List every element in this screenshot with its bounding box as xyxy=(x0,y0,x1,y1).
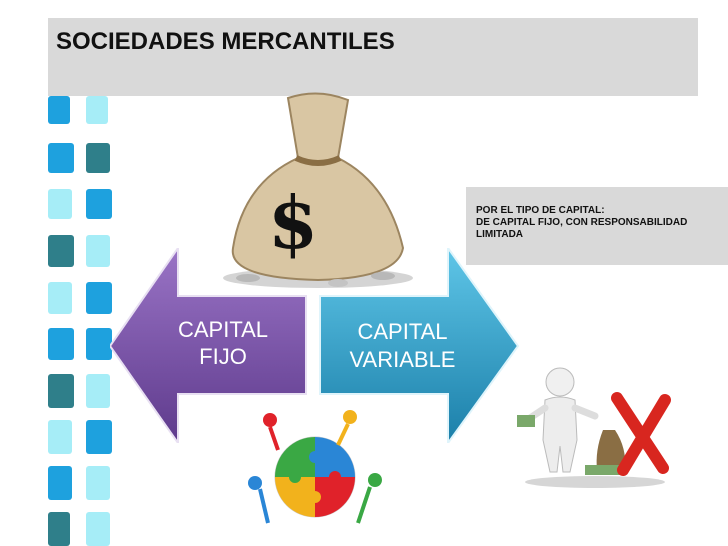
arrow-right-line1: CAPITAL xyxy=(357,319,448,344)
square-decor xyxy=(48,189,72,219)
square-decor xyxy=(48,328,74,360)
square-decor xyxy=(86,143,110,173)
capital-arrows xyxy=(110,248,520,443)
callout-box: POR EL TIPO DE CAPITAL: DE CAPITAL FIJO,… xyxy=(466,187,728,265)
square-decor xyxy=(48,466,72,500)
decorative-squares xyxy=(0,0,120,546)
arrow-left-line2: FIJO xyxy=(199,344,247,369)
arrow-right-line2: VARIABLE xyxy=(349,347,456,372)
arrow-right-shape xyxy=(319,248,520,443)
square-decor xyxy=(48,374,74,408)
square-decor xyxy=(48,282,72,314)
puzzle-team-icon xyxy=(248,410,382,524)
arrow-left-label: CAPITAL FIJO xyxy=(168,316,278,370)
square-decor xyxy=(86,420,112,454)
square-decor xyxy=(48,96,70,124)
callout-line-1: POR EL TIPO DE CAPITAL: xyxy=(476,205,605,216)
title-bar: SOCIEDADES MERCANTILES xyxy=(48,18,698,96)
arrow-left-shape xyxy=(110,248,307,443)
square-decor xyxy=(48,512,70,546)
square-decor xyxy=(86,282,112,314)
arrow-right-label: CAPITAL VARIABLE xyxy=(340,318,465,374)
square-decor xyxy=(48,143,74,173)
square-decor xyxy=(86,96,108,124)
money-bag-icon: $ xyxy=(223,92,413,288)
square-decor xyxy=(86,328,112,360)
square-decor xyxy=(86,235,110,267)
square-decor xyxy=(86,374,110,408)
slide-title: SOCIEDADES MERCANTILES xyxy=(56,28,395,55)
square-decor xyxy=(48,235,74,267)
square-decor xyxy=(48,420,72,454)
person-red-x-icon xyxy=(517,367,671,488)
square-decor xyxy=(86,189,112,219)
arrow-left-line1: CAPITAL xyxy=(177,317,269,342)
callout-line-3: LIMITADA xyxy=(476,229,524,240)
svg-text:$: $ xyxy=(268,180,318,265)
square-decor xyxy=(86,466,110,500)
callout-text: POR EL TIPO DE CAPITAL: DE CAPITAL FIJO,… xyxy=(476,205,687,241)
square-decor xyxy=(86,512,110,546)
callout-line-2: DE CAPITAL FIJO, CON RESPONSABILIDAD xyxy=(476,217,688,228)
